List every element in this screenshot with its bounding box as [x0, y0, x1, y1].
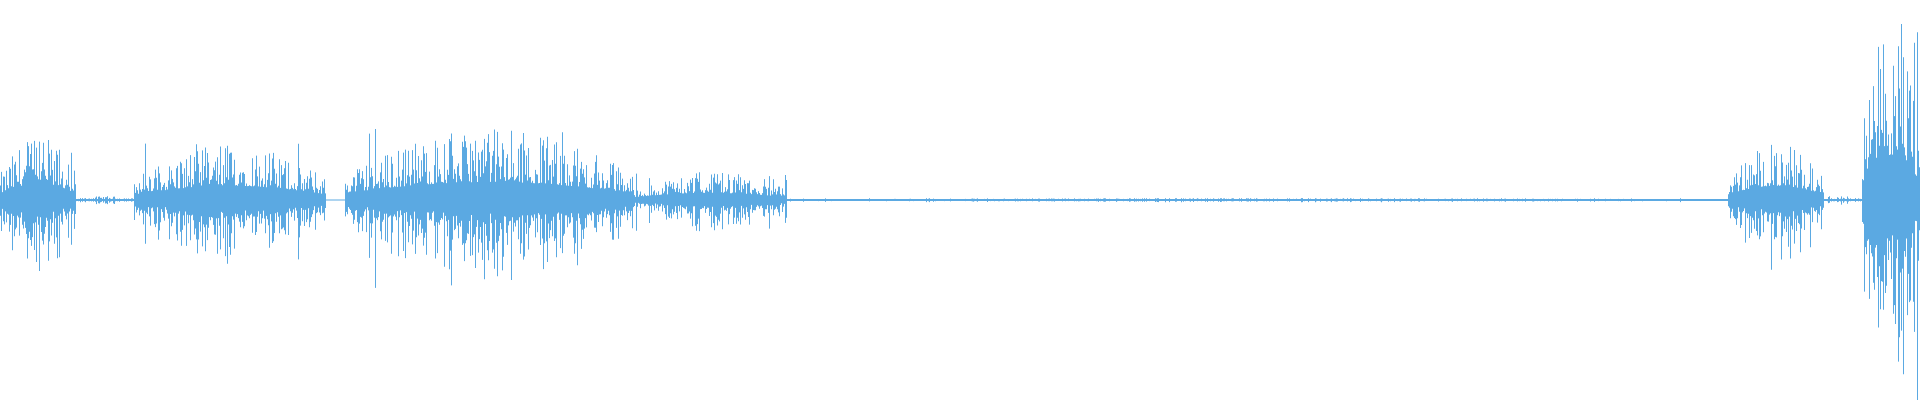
- waveform-path: [1728, 144, 1824, 270]
- waveform-path: [134, 143, 326, 264]
- waveform-path: [345, 129, 633, 288]
- waveform-burst-5: [1728, 144, 1824, 270]
- waveform-burst-1: [0, 140, 76, 271]
- waveform-burst-4: [633, 172, 787, 232]
- waveform-burst-3: [345, 129, 633, 288]
- waveform-path: [633, 172, 787, 232]
- waveform-burst-2: [134, 143, 326, 264]
- waveform-path: [0, 140, 76, 271]
- waveform-burst-6: [1862, 24, 1920, 400]
- waveform-path: [1862, 24, 1920, 400]
